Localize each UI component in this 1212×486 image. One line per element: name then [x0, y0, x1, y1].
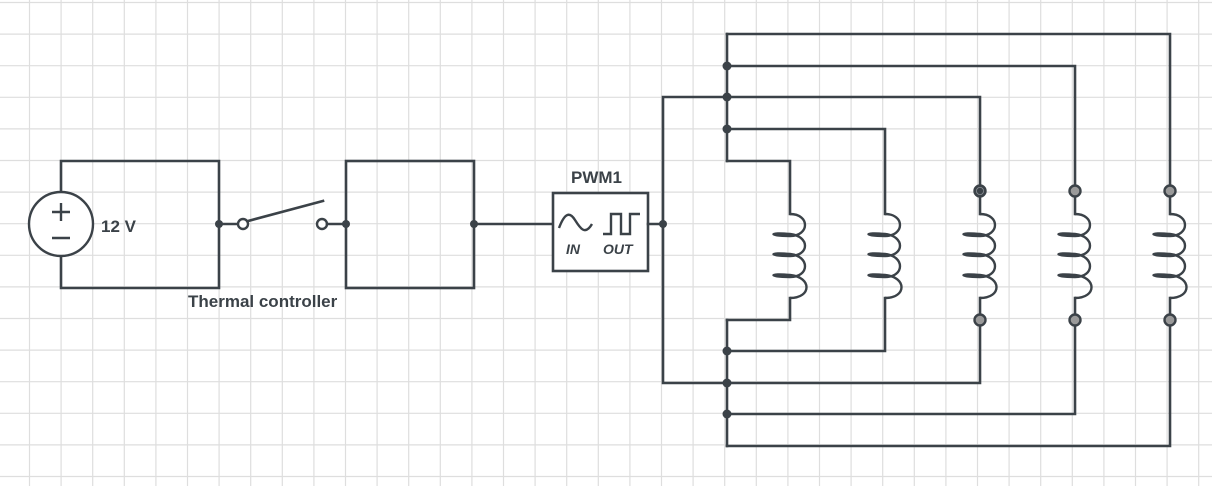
pwm-block[interactable]: PWM1 IN OUT — [551, 168, 665, 273]
junction-dot — [722, 409, 732, 419]
switch-terminal-left-icon — [236, 217, 250, 231]
square-wave-icon — [603, 212, 640, 236]
junction-dot — [215, 220, 223, 228]
top-wire-coil-4 — [725, 64, 1077, 188]
thermal-controller-block[interactable] — [344, 159, 476, 290]
switch-lever-icon[interactable] — [246, 199, 325, 223]
pwm-box[interactable] — [551, 191, 650, 273]
inductor-4[interactable] — [1057, 184, 1093, 327]
junctions — [215, 61, 732, 419]
pwm-label: PWM1 — [571, 168, 622, 187]
bottom-wire-coil-2 — [725, 296, 887, 353]
inductor-coil-icon — [1057, 212, 1093, 300]
junction-dot — [722, 346, 732, 356]
junction-dot — [659, 220, 667, 228]
bottom-wire-coil-5 — [725, 323, 1172, 448]
inductor-coil-icon — [867, 212, 903, 300]
junction-dot — [722, 92, 732, 102]
junction-dot — [342, 220, 350, 228]
switch[interactable] — [217, 199, 348, 231]
inductor-coil-icon — [962, 212, 998, 300]
coil-terminal-top-icon[interactable] — [1068, 184, 1082, 198]
terminal-ring-icon — [976, 186, 985, 195]
top-wire-coil-3 — [725, 95, 982, 188]
top-wire-coil-5 — [725, 32, 1172, 188]
inductor-coil-icon — [772, 212, 808, 300]
voltage-label: 12 V — [101, 217, 137, 236]
coil-terminal-bottom-icon[interactable] — [1068, 313, 1082, 327]
inductor-array — [772, 184, 1188, 327]
top-bus — [725, 32, 1172, 216]
pwm-out-label: OUT — [603, 241, 634, 257]
junction-dot — [722, 124, 732, 134]
inductor-1[interactable] — [772, 212, 808, 300]
bottom-wire-coil-3 — [725, 323, 982, 385]
bottom-wire-coil-4 — [725, 323, 1077, 416]
wire-feed-loop — [661, 95, 729, 385]
switch-terminal-right-icon — [315, 217, 329, 231]
inductor-3[interactable] — [962, 184, 998, 327]
thermal-controller-label: Thermal controller — [188, 292, 338, 311]
coil-terminal-top-icon[interactable] — [1163, 184, 1177, 198]
inductor-coil-icon — [1152, 212, 1188, 300]
pwm-in-label: IN — [566, 241, 581, 257]
voltage-source-icon[interactable] — [27, 190, 95, 258]
coil-terminal-bottom-icon[interactable] — [1163, 313, 1177, 327]
inductor-5[interactable] — [1152, 184, 1188, 327]
junction-dot — [722, 61, 732, 71]
coil-terminal-bottom-icon[interactable] — [973, 313, 987, 327]
bottom-wire-coil-1 — [725, 296, 792, 322]
bottom-bus — [725, 296, 1172, 448]
top-wire-coil-1 — [725, 159, 792, 216]
junction-dot — [722, 378, 732, 388]
top-wire-coil-2 — [725, 127, 887, 216]
junction-dot — [470, 220, 478, 228]
sine-wave-icon — [557, 213, 594, 232]
inductor-2[interactable] — [867, 212, 903, 300]
